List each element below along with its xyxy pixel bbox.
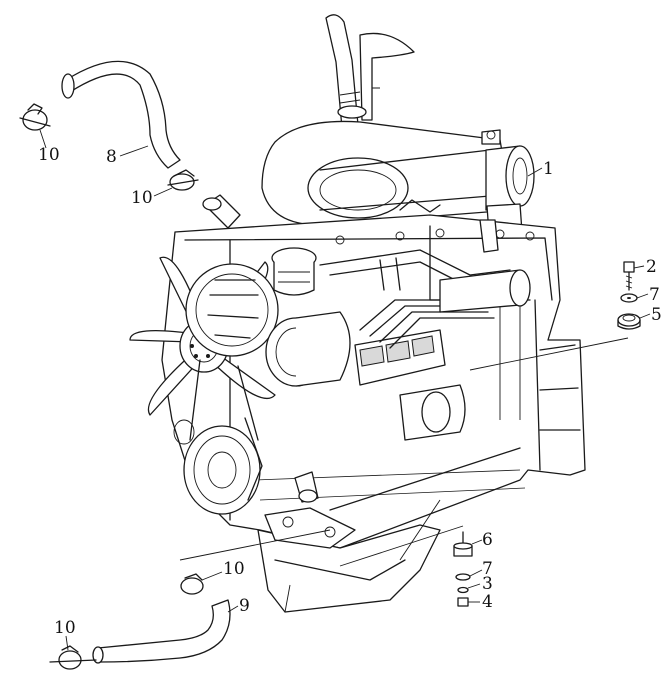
callout-9: 9 bbox=[227, 596, 250, 616]
callout-6-label: 6 bbox=[482, 530, 493, 550]
callout-1: 1 bbox=[527, 159, 554, 179]
oil-pan bbox=[257, 524, 441, 613]
hose-clamp-lower-mid bbox=[180, 573, 204, 595]
callout-7-lower-label: 7 bbox=[482, 559, 493, 579]
hose-clamp-upper-mid bbox=[167, 169, 199, 191]
callout-10-upper-mid-label: 10 bbox=[131, 188, 153, 208]
washer-upper bbox=[620, 293, 638, 303]
rubber-mount-lower bbox=[453, 531, 473, 557]
callout-7-upper: 7 bbox=[636, 285, 660, 305]
callout-2-label: 2 bbox=[646, 257, 657, 277]
callout-10-lower-mid: 10 bbox=[201, 559, 245, 581]
callout-6: 6 bbox=[471, 530, 493, 550]
callout-7-upper-label: 7 bbox=[649, 285, 660, 305]
callout-4: 4 bbox=[468, 592, 493, 612]
nut-lower bbox=[457, 597, 469, 607]
callout-10-lower-mid-label: 10 bbox=[223, 559, 245, 579]
callout-8: 8 bbox=[106, 145, 149, 167]
callout-7-lower: 7 bbox=[469, 559, 493, 579]
callout-10-lower-left: 10 bbox=[54, 618, 76, 651]
callout-10-lower-left-label: 10 bbox=[54, 618, 76, 638]
callout-3-label: 3 bbox=[482, 574, 493, 594]
callout-10-upper-mid: 10 bbox=[131, 187, 173, 208]
front-mount-bracket bbox=[264, 507, 356, 549]
callout-5-label: 5 bbox=[651, 305, 662, 325]
alternator bbox=[185, 263, 351, 387]
hose-clamp-upper-left bbox=[19, 103, 51, 131]
callout-9-label: 9 bbox=[239, 596, 250, 616]
callout-4-label: 4 bbox=[482, 592, 493, 612]
callout-5: 5 bbox=[639, 305, 662, 325]
callout-10-upper-left-label: 10 bbox=[38, 145, 60, 165]
callout-10-upper-left: 10 bbox=[38, 129, 60, 165]
air-breather bbox=[271, 247, 317, 296]
mount-bolt-upper bbox=[623, 261, 635, 291]
callout-2: 2 bbox=[633, 257, 657, 277]
callout-3: 3 bbox=[467, 574, 493, 594]
spring-washer-lower bbox=[457, 586, 469, 594]
coolant-outlet bbox=[202, 194, 319, 503]
crankshaft-pulley bbox=[173, 359, 263, 515]
muffler bbox=[261, 120, 535, 235]
exhaust-stack bbox=[325, 14, 415, 129]
rubber-mount-upper bbox=[617, 313, 641, 330]
washer-lower bbox=[455, 573, 471, 581]
callout-1-label: 1 bbox=[543, 159, 554, 179]
callout-8-label: 8 bbox=[106, 147, 117, 167]
fuel-injection-pump bbox=[319, 249, 511, 441]
lower-radiator-hose bbox=[92, 599, 231, 664]
upper-radiator-hose bbox=[61, 60, 181, 169]
hose-clamp-lower-left bbox=[49, 645, 97, 670]
leader-lines bbox=[179, 337, 629, 567]
intake-pipe bbox=[439, 219, 531, 313]
